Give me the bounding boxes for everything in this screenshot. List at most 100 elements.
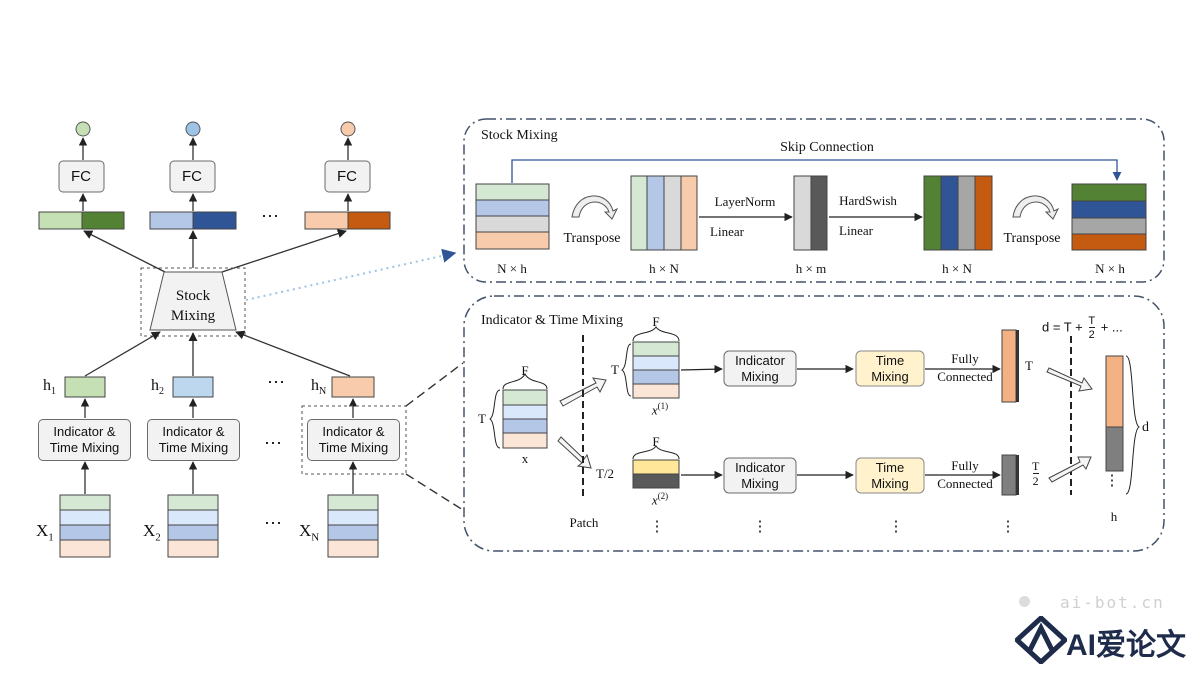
concat-h-vector — [1105, 355, 1124, 472]
linear-label-2: Linear — [839, 223, 873, 238]
watermark-site: ai-bot.cn — [1060, 593, 1165, 612]
hidden-label-n: hN — [311, 377, 327, 398]
input-x-label: x — [521, 451, 529, 466]
output-node-2 — [185, 121, 201, 137]
fc-label-2: FC — [182, 168, 202, 185]
input-stack-1 — [59, 494, 111, 558]
input-label-1: X1 — [36, 521, 54, 544]
patch2-x-label: x(2) — [651, 491, 669, 508]
input-label-n: XN — [299, 521, 320, 544]
patch-label: Patch — [569, 515, 599, 530]
h-label: h — [1110, 509, 1118, 524]
vdots-h: ⋮ — [1104, 473, 1120, 489]
hidden-box-n — [331, 376, 375, 398]
fc-box-1 — [58, 160, 105, 193]
indicator-time-mixing-module-n: Indicator &Time Mixing — [307, 419, 400, 461]
stock-mixing-block — [149, 271, 237, 331]
fully-label-2: Fully — [951, 458, 979, 473]
itm-panel-title: Indicator & Time Mixing — [481, 313, 623, 328]
fc-output-1 — [1001, 329, 1019, 403]
fc-label-1: FC — [71, 168, 91, 185]
skip-connection-line — [511, 159, 1122, 183]
patch-1-matrix — [632, 341, 680, 399]
hidden-label-1: h1 — [43, 377, 56, 398]
transpose-label-2: Transpose — [1003, 231, 1061, 246]
hidden-box-1 — [64, 376, 106, 398]
patch1-x-label: x(1) — [651, 401, 669, 418]
connected-label-1: Connected — [937, 369, 993, 384]
stock-mixing-label-2: Mixing — [170, 308, 216, 324]
module-highlight — [301, 405, 407, 475]
stock-mixing-panel — [463, 118, 1165, 283]
vdots-time: ⋮ — [888, 519, 904, 535]
fc1-t-label: T — [1025, 358, 1033, 373]
hidden-box-2 — [172, 376, 214, 398]
watermark-dot-icon — [1019, 596, 1030, 607]
fc-box-n — [324, 160, 371, 193]
stock-output-matrix — [1071, 183, 1147, 251]
layernorm-label: LayerNorm — [714, 194, 776, 209]
itm-panel — [463, 295, 1165, 552]
indicator-mixing-2 — [723, 457, 797, 494]
stock-transposed-matrix — [630, 175, 698, 251]
skip-connection-label: Skip Connection — [780, 140, 874, 155]
dim-label-5: N × h — [1095, 261, 1125, 276]
transpose-label-1: Transpose — [563, 231, 621, 246]
d-label: d — [1142, 420, 1149, 435]
concat-arrow-1 — [1046, 367, 1093, 392]
output-node-1 — [75, 121, 91, 137]
dim-label-3: h × m — [795, 261, 827, 276]
output-bar-n — [304, 211, 391, 230]
input-stack-n — [327, 494, 379, 558]
output-node-n — [340, 121, 356, 137]
module-zoom-connector-bottom — [405, 473, 464, 511]
patch1-t-label: T — [611, 362, 619, 377]
indicator-mixing-1 — [723, 350, 797, 387]
vdots-indicator: ⋮ — [752, 519, 768, 535]
stock-hidden-matrix — [793, 175, 828, 251]
stock-output-transposed-matrix — [923, 175, 993, 251]
fc-box-2 — [169, 160, 216, 193]
watermark-logo-icon — [1015, 616, 1067, 664]
stock-mixing-label-1: Stock — [175, 288, 211, 304]
watermark-logo-text: AI爱论文 — [1066, 629, 1186, 662]
patch1-f-label: F — [652, 314, 660, 329]
input-label-2: X2 — [143, 521, 161, 544]
output-bar-1 — [38, 211, 125, 230]
patch-arrow-down — [557, 436, 592, 469]
dim-label-1: N × h — [497, 261, 527, 276]
patch-2-matrix — [632, 459, 680, 489]
module-zoom-connector-top — [405, 362, 464, 407]
transpose-arrow-2 — [1012, 195, 1060, 220]
stock-zoom-connector — [245, 248, 457, 301]
hardswish-label: HardSwish — [839, 193, 897, 208]
indicator-time-mixing-module-1: Indicator &Time Mixing — [38, 419, 131, 461]
transpose-arrow-1 — [571, 195, 619, 220]
hidden-label-2: h2 — [151, 377, 164, 398]
ellipsis-input: ⋯ — [264, 513, 282, 533]
linear-label-1: Linear — [710, 224, 744, 239]
input-f-label: F — [521, 363, 529, 378]
dim-label-2: h × N — [649, 261, 679, 276]
itm-input-matrix — [502, 389, 548, 449]
fc-output-2 — [1001, 454, 1019, 496]
concat-arrow-2 — [1048, 456, 1092, 483]
connected-label-2: Connected — [937, 476, 993, 491]
patch2-t-label: T/2 — [596, 466, 615, 481]
vdots-fc: ⋮ — [1000, 519, 1016, 535]
indicator-time-mixing-module-2: Indicator &Time Mixing — [147, 419, 240, 461]
ellipsis-top: ⋯ — [261, 206, 279, 226]
time-mixing-2 — [855, 457, 925, 494]
vdots-patch: ⋮ — [649, 519, 665, 535]
ellipsis-module: ⋯ — [264, 433, 282, 453]
input-stack-2 — [167, 494, 219, 558]
ellipsis-hidden: ⋯ — [267, 372, 285, 392]
stock-input-matrix — [475, 183, 550, 250]
fully-label-1: Fully — [951, 351, 979, 366]
